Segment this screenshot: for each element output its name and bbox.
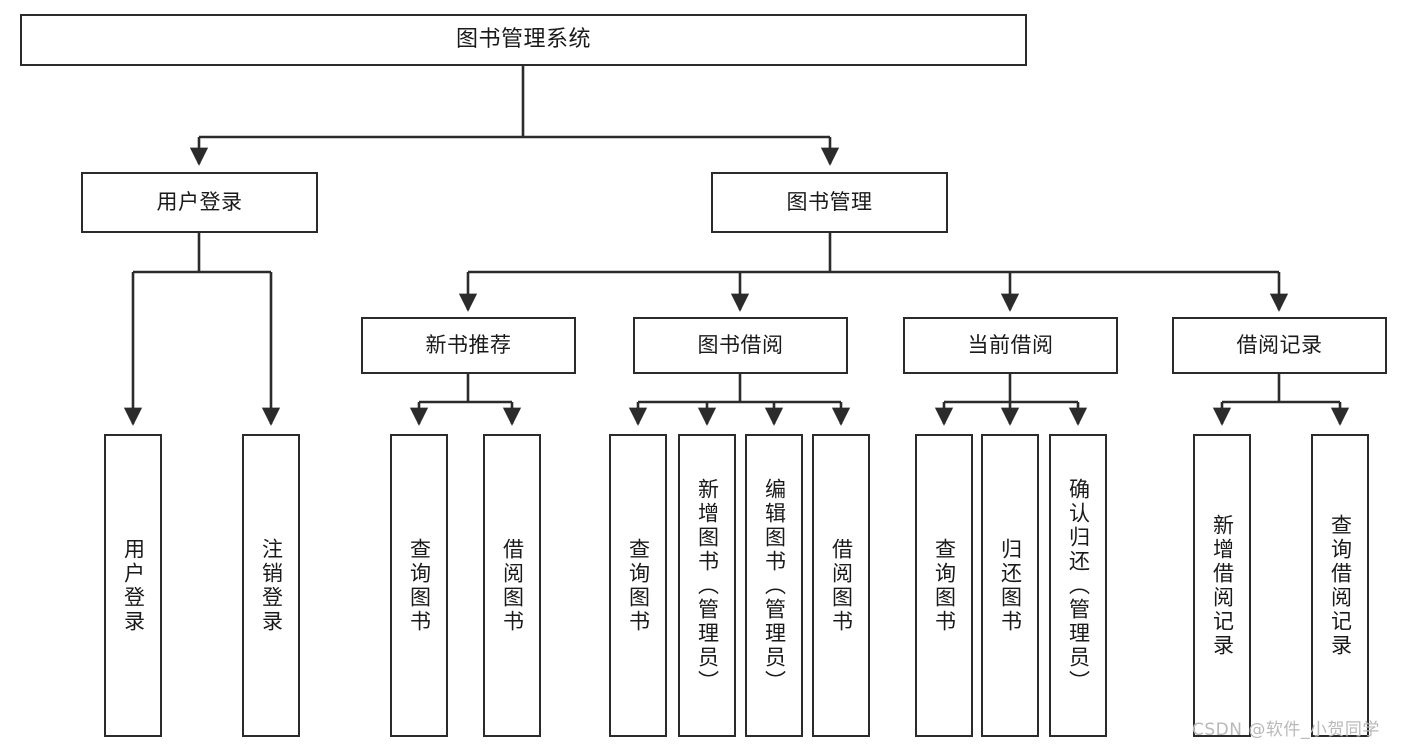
- node-leaf-logout-login[interactable]: 注销登录: [242, 434, 300, 737]
- node-book-borrow-label: 图书借阅: [697, 333, 784, 358]
- node-leaf-borrow-book-2[interactable]: 借阅图书: [812, 434, 870, 737]
- node-leaf-logout-login-label: 注销登录: [259, 537, 284, 634]
- node-leaf-borrow-book-1-label: 借阅图书: [500, 537, 525, 634]
- node-leaf-return-book-label: 归还图书: [998, 537, 1023, 634]
- node-leaf-query-book-1-label: 查询图书: [407, 537, 432, 634]
- node-borrow-record[interactable]: 借阅记录: [1172, 317, 1387, 374]
- node-borrow-record-label: 借阅记录: [1236, 333, 1323, 358]
- node-leaf-query-book-1[interactable]: 查询图书: [390, 434, 448, 737]
- node-book-borrow[interactable]: 图书借阅: [633, 317, 848, 374]
- node-leaf-query-book-2-label: 查询图书: [626, 537, 651, 634]
- node-leaf-return-book[interactable]: 归还图书: [981, 434, 1039, 737]
- node-leaf-add-record[interactable]: 新增借阅记录: [1193, 434, 1251, 737]
- node-leaf-query-record-label: 查询借阅记录: [1328, 513, 1353, 658]
- node-user-login-label: 用户登录: [156, 190, 243, 215]
- node-new-book-recommend-label: 新书推荐: [425, 333, 512, 358]
- node-leaf-add-record-label: 新增借阅记录: [1210, 513, 1235, 658]
- node-leaf-borrow-book-2-label: 借阅图书: [829, 537, 854, 634]
- node-leaf-add-book-label: 新增图书（管理员）: [695, 477, 720, 694]
- node-root-label: 图书管理系统: [455, 27, 591, 53]
- node-leaf-query-book-2[interactable]: 查询图书: [609, 434, 667, 737]
- node-current-borrow-label: 当前借阅: [967, 333, 1054, 358]
- node-leaf-confirm-return-label: 确认归还（管理员）: [1066, 477, 1091, 694]
- node-leaf-user-login[interactable]: 用户登录: [104, 434, 162, 737]
- node-leaf-query-book-3-label: 查询图书: [932, 537, 957, 634]
- node-book-management-label: 图书管理: [786, 190, 873, 215]
- node-leaf-confirm-return[interactable]: 确认归还（管理员）: [1049, 434, 1107, 737]
- node-leaf-query-record[interactable]: 查询借阅记录: [1311, 434, 1369, 737]
- node-new-book-recommend[interactable]: 新书推荐: [361, 317, 576, 374]
- node-leaf-query-book-3[interactable]: 查询图书: [915, 434, 973, 737]
- node-root[interactable]: 图书管理系统: [20, 14, 1027, 66]
- node-leaf-add-book[interactable]: 新增图书（管理员）: [678, 434, 736, 737]
- node-user-login[interactable]: 用户登录: [81, 172, 318, 233]
- node-leaf-borrow-book-1[interactable]: 借阅图书: [483, 434, 541, 737]
- node-leaf-edit-book[interactable]: 编辑图书（管理员）: [745, 434, 803, 737]
- node-current-borrow[interactable]: 当前借阅: [903, 317, 1118, 374]
- node-leaf-user-login-label: 用户登录: [121, 537, 146, 634]
- node-leaf-edit-book-label: 编辑图书（管理员）: [762, 477, 787, 694]
- node-book-management[interactable]: 图书管理: [711, 172, 948, 233]
